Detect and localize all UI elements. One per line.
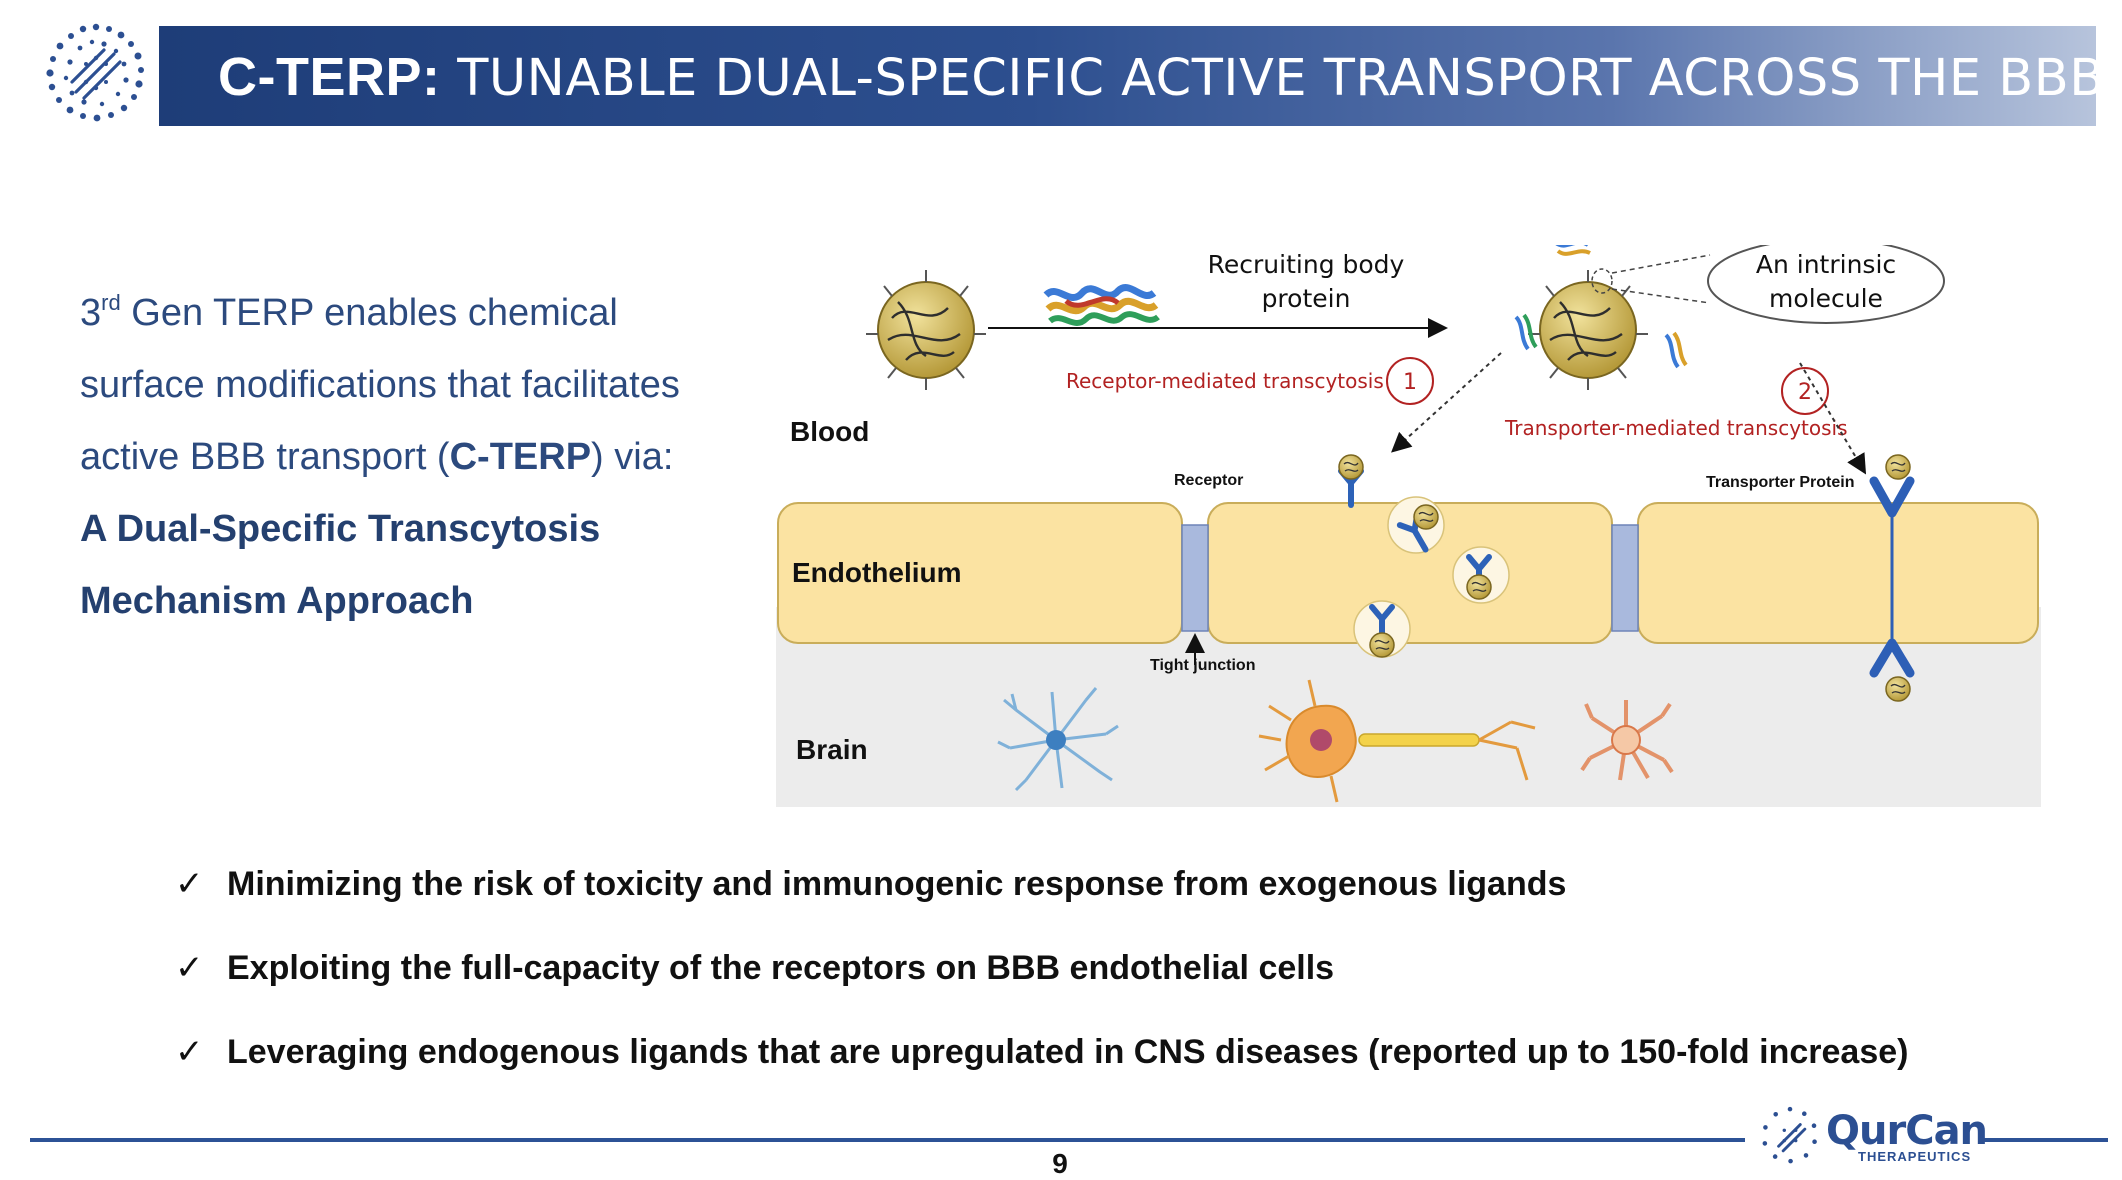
tight-junction-right [1611, 524, 1639, 632]
intro-cterp: C-TERP [449, 436, 592, 478]
footer-divider-right [1978, 1138, 2108, 1142]
bullet-item-2: ✓ Exploiting the full-capacity of the rec… [175, 948, 1334, 988]
intro-line-3-prefix: active BBB transport ( [80, 436, 450, 478]
footer-divider-left [30, 1138, 1745, 1142]
page-title: C-TERP: TUNABLE DUAL-SPECIFIC ACTIVE TRA… [218, 46, 2105, 108]
surface-protein-icons [1514, 245, 1688, 369]
title-bold: C-TERP: [218, 47, 441, 107]
step-1-number: 1 [1403, 370, 1417, 395]
endothelial-cell-right [1637, 502, 2039, 644]
bbb-transcytosis-diagram: Recruiting body protein An intrinsic mol… [776, 245, 2041, 807]
intro-gen-number: 3 [80, 292, 102, 334]
body-protein-icon [1043, 284, 1160, 326]
recruiting-label-1: Recruiting body [1208, 250, 1405, 279]
receptor-label: Receptor [1174, 472, 1243, 489]
checkmark-icon: ✓ [175, 864, 204, 904]
step-2-badge [1781, 367, 1829, 415]
transporter-mediated-label: Transporter-mediated transcytosis [1504, 416, 1848, 440]
vesicle-icon [1452, 546, 1510, 604]
bound-particle-icon [1338, 454, 1364, 480]
step-1-badge [1386, 357, 1434, 405]
bullet-text: Leveraging endogenous ligands that are u… [227, 1033, 1909, 1071]
intrinsic-label-1: An intrinsic [1756, 250, 1896, 279]
bullet-item-3: ✓ Leveraging endogenous ligands that are … [175, 1032, 1908, 1072]
astrocyte-icon [997, 687, 1119, 792]
intro-line-5: Mechanism Approach [80, 580, 474, 622]
transporter-protein-label: Transporter Protein [1706, 474, 1854, 491]
neuron-icon [1258, 679, 1536, 803]
intro-line-3-suffix: ) via: [591, 436, 674, 478]
intro-line-1: 3rd Gen TERP enables chemical [80, 290, 618, 335]
intro-line-2: surface modifications that facilitates [80, 364, 680, 406]
brand-name: QurCan [1826, 1108, 1988, 1154]
brand-logo-icon [1762, 1106, 1817, 1164]
intro-line-1-text: Gen TERP enables chemical [120, 292, 618, 334]
brain-label: Brain [796, 734, 868, 765]
checkmark-icon: ✓ [175, 948, 204, 988]
bullet-item-1: ✓ Minimizing the risk of toxicity and imm… [175, 864, 1566, 904]
title-bar [159, 26, 2096, 126]
tight-junction-label: Tight junction [1150, 657, 1255, 674]
tight-junction-left [1181, 524, 1209, 632]
bullet-text: Exploiting the full-capacity of the rece… [227, 949, 1335, 987]
endothelium-label: Endothelium [792, 557, 962, 588]
checkmark-icon: ✓ [175, 1032, 204, 1072]
glial-cell-icon [1580, 700, 1674, 781]
vesicle-icon [1353, 600, 1411, 658]
intro-gen-suffix: rd [101, 290, 121, 315]
receptor-mediated-label: Receptor-mediated transcytosis [1066, 369, 1384, 393]
bullet-text: Minimizing the risk of toxicity and immu… [227, 865, 1567, 903]
page-number: 9 [1052, 1148, 1068, 1179]
blood-label: Blood [790, 416, 869, 447]
step-2-number: 2 [1798, 380, 1812, 405]
intrinsic-molecule-callout [1707, 245, 1945, 324]
intro-line-4: A Dual-Specific Transcytosis [80, 508, 601, 550]
qurcan-dot-logo-icon [46, 23, 144, 122]
title-rest: TUNABLE DUAL-SPECIFIC ACTIVE TRANSPORT A… [440, 49, 2105, 108]
transporter-channel-icon [1869, 454, 1915, 702]
intrinsic-label-2: molecule [1769, 284, 1883, 313]
brand-subtitle: THERAPEUTICS [1858, 1149, 1972, 1164]
intro-line-3: active BBB transport (C-TERP) via: [80, 436, 673, 479]
vesicle-icon [1387, 496, 1445, 555]
recruiting-label-2: protein [1262, 284, 1351, 313]
